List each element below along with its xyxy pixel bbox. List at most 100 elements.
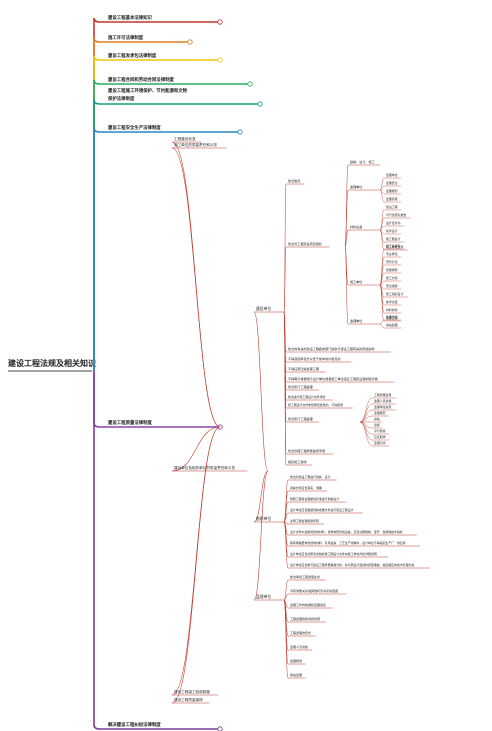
zhaobiao-group-link-5 <box>344 246 349 325</box>
jianli2-link-2 <box>283 593 289 601</box>
kancha-item-5: 注明工程合理使用年限 <box>290 518 319 523</box>
branch-label-4: 建设工程合同和劳动合同法律制度 <box>107 76 174 83</box>
jianli-leaf-6: 巡视 <box>374 422 380 427</box>
jianli2-item-1: 依法承担工程监理业务 <box>290 574 320 579</box>
zhaobiao-group-2: 监理单位 <box>350 184 362 189</box>
quality-link-2 <box>171 147 221 428</box>
branch-toggle-6[interactable] <box>237 129 243 135</box>
branch-toggle-4[interactable] <box>247 81 253 87</box>
zhaobiao-leaf-4-2: 专业承包 <box>386 251 398 256</box>
jianli-leaf-link-3 <box>359 409 373 423</box>
jianli-leaf-4: 监理规范 <box>374 410 386 415</box>
level3-1: 建设单位 <box>256 306 271 311</box>
kancha-link-1 <box>283 479 289 523</box>
jianli2-link-8 <box>283 599 289 679</box>
kancha-item-1: 依法对建设工程进行勘察、设计 <box>290 474 331 479</box>
jianli-leaf-3: 监理单位资质 <box>374 404 391 409</box>
zhaobiao-group-link-1 <box>344 164 349 248</box>
jianli-leaf-8: 见证取样 <box>374 434 386 439</box>
jianshe-link-2 <box>283 246 287 313</box>
zhaobiao-leaf-link-3-1 <box>379 209 385 231</box>
kancha-item-6: 设计文件中选用的建筑材料、建筑构配件和设备，应当注明规格、型号、性能等技术指标 <box>290 529 403 534</box>
jianshe-item-6: 不得明示或者暗示设计单位或者施工单位违反工程建设强制性标准 <box>288 376 378 381</box>
zhaobiao-leaf-link-4-2 <box>379 256 385 286</box>
zhaobiao-leaf-3-5: 施工图设计 <box>386 236 401 241</box>
branch-label-6: 建设工程安全生产法律制度 <box>107 124 161 131</box>
kancha-link-9 <box>283 521 289 569</box>
branch-line-3 <box>93 55 218 371</box>
zhaobiao-leaf-2-2: 监理安全 <box>386 180 398 185</box>
root-topic: 建设工程法规及相关知识 <box>7 358 96 368</box>
quality-item-4: 建设工程竣工验收制度 <box>174 689 210 694</box>
branch-line-7 <box>93 371 218 428</box>
jianli2-item-3: 监理工作的依据和监理责任 <box>290 602 326 607</box>
zhaobiao-leaf-4-10: 隐蔽工程 <box>386 315 398 320</box>
jianshe-item-7: 依法实行工程监理 <box>288 384 313 389</box>
zhaobiao-leaf-link-5-2 <box>379 323 385 329</box>
zhaobiao-leaf-link-2-1 <box>379 177 385 191</box>
jianli-leaf-2: 监理人员资格 <box>374 398 391 403</box>
zhaobiao-leaf-3-3: 设计任务书 <box>386 220 401 225</box>
zhaobiao-leaf-4-8: 技术交底 <box>386 299 398 304</box>
jianli-leaf-5: 旁站 <box>374 416 380 421</box>
jianli2-item-2: 对有隶属关系或其他利害关系的回避 <box>290 588 338 593</box>
quality-link-5 <box>171 426 221 704</box>
zhaobiao-leaf-3-4: 初步设计 <box>386 228 398 233</box>
jianli-leaf-9: 监理日志 <box>374 440 386 445</box>
zhaobiao-leaf-5-1: 监理合同 <box>386 314 398 319</box>
branch-toggle-5[interactable] <box>257 101 263 107</box>
kancha-link-4 <box>283 512 289 523</box>
level3-link-3 <box>253 470 269 601</box>
branch-toggle-1[interactable] <box>217 19 223 25</box>
level3-link-2 <box>253 470 269 523</box>
jianshe-item-9: 依法办理工程质量监督手续 <box>288 448 325 453</box>
zhaobiao-leaf-4-4: 质量保修 <box>386 267 398 272</box>
branch-label-5: 建设工程施工环境保护、节约能源和文物 <box>107 87 188 94</box>
zhaobiao-leaf-link-2-4 <box>379 189 385 203</box>
zhaobiao-leaf-2-4: 监理实施 <box>386 196 398 201</box>
level3-3: 监理单位 <box>256 594 271 599</box>
branch-line-4 <box>93 79 248 371</box>
jianshe-item-10: 组织竣工验收 <box>288 459 307 464</box>
kancha-item-2: 勘察文件应当真实、准确 <box>290 485 322 490</box>
zhaobiao-leaf-link-3-6 <box>379 229 385 251</box>
jianli-leaf-1: 工程质量监督 <box>374 392 391 397</box>
jianli2-item-7: 监理规划 <box>290 658 302 663</box>
branch-label-5-cont: 保护法律制度 <box>107 95 135 102</box>
branch-label-2: 施工许可法律制度 <box>108 34 144 41</box>
zhaobiao-group-1: 勘察、设计、施工 <box>350 159 375 164</box>
kancha-item-8: 设计单位应当就审查合格的施工图设计文件向施工单位作出详细说明 <box>290 551 377 556</box>
jianli-leaf-7: 平行检验 <box>374 428 386 433</box>
zhaobiao-leaf-link-3-2 <box>379 217 385 231</box>
branch-toggle-8[interactable] <box>217 726 223 731</box>
branch-line-8 <box>93 371 218 730</box>
jianshe-item-4: 不得迫使承包方以低于成本的价格竞标 <box>288 356 341 361</box>
zhaobiao-group-5: 监理单位 <box>350 318 362 323</box>
jianli2-link-1 <box>283 579 289 601</box>
biaozhun-link-2 <box>283 311 287 409</box>
biaozhun-item-2: 施工图设计文件未经审查批准的，不得使用 <box>288 402 343 407</box>
zhaobiao-leaf-link-4-4 <box>379 272 385 286</box>
zhaobiao-group-link-3 <box>344 229 349 248</box>
zhaobiao-leaf-4-1: 施工总承包 <box>386 243 401 248</box>
branch-line-2 <box>93 37 188 371</box>
zhaobiao-leaf-4-7: 施工组织设计 <box>386 291 403 296</box>
quality-item-3: 建设单位及相关单位的质量责任和义务 <box>174 465 235 470</box>
branch-toggle-2[interactable] <box>187 39 193 45</box>
jianshe-item-8: 依法实行工程监理 <box>288 416 313 421</box>
zhaobiao-leaf-link-4-9 <box>379 284 385 314</box>
jianli2-item-8: 旁站监理 <box>290 672 302 677</box>
zhaobiao-leaf-4-3: 劳务分包 <box>386 259 398 264</box>
branch-line-5 <box>93 99 258 371</box>
zhaobiao-group-link-2 <box>344 189 349 248</box>
branch-label-1: 建设工程基本法律知识 <box>107 14 153 21</box>
zhaobiao-leaf-5-2: 旁站监理 <box>386 322 398 327</box>
level3-2: 勘察单位 <box>256 516 271 521</box>
level3-link-1 <box>253 311 269 472</box>
jianli2-item-6: 监理人员资格 <box>290 644 308 649</box>
jianli-leaf-link-9 <box>359 421 373 447</box>
zhaobiao-group-3: 材料设备 <box>350 224 362 229</box>
branch-toggle-3[interactable] <box>217 57 223 63</box>
branch-label-8: 解决建设工程纠纷法律制度 <box>108 721 161 728</box>
quality-link-3 <box>171 426 221 472</box>
